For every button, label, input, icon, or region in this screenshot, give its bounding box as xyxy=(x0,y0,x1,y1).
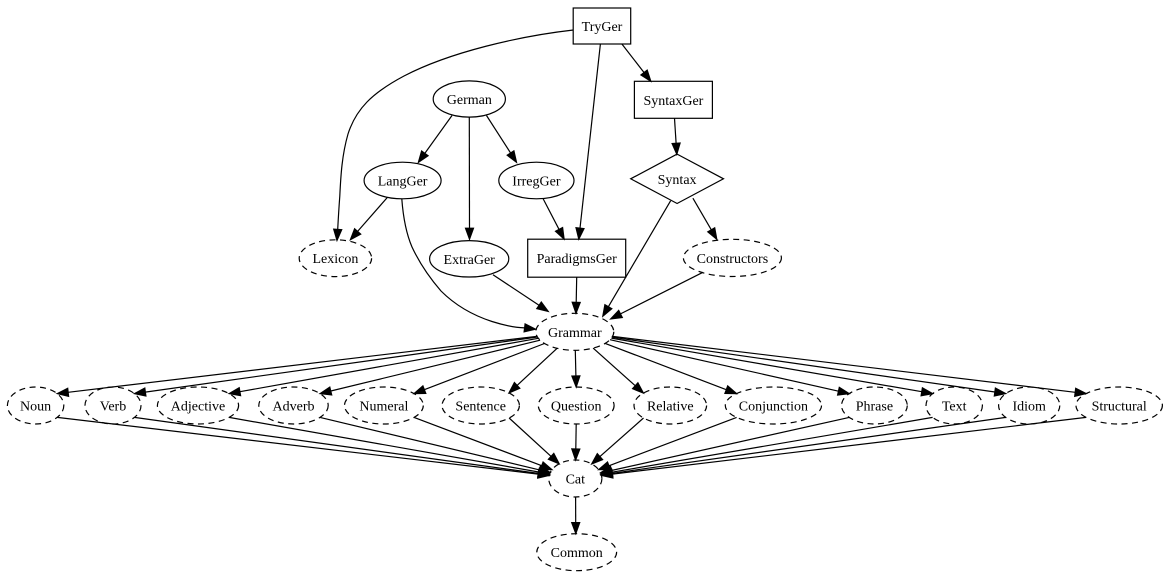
svg-text:Common: Common xyxy=(551,546,603,561)
svg-text:Idiom: Idiom xyxy=(1012,400,1046,415)
svg-text:Constructors: Constructors xyxy=(697,252,769,267)
svg-text:Cat: Cat xyxy=(566,473,586,488)
svg-text:Question: Question xyxy=(551,400,602,415)
svg-text:IrregGer: IrregGer xyxy=(512,175,561,190)
svg-text:LangGer: LangGer xyxy=(378,175,428,190)
svg-text:Grammar: Grammar xyxy=(548,326,602,341)
svg-text:Noun: Noun xyxy=(20,400,51,415)
svg-text:Lexicon: Lexicon xyxy=(312,252,358,267)
svg-text:Conjunction: Conjunction xyxy=(739,400,808,415)
svg-text:Numeral: Numeral xyxy=(359,400,408,415)
svg-text:Sentence: Sentence xyxy=(455,400,506,415)
svg-text:Adverb: Adverb xyxy=(273,400,315,415)
svg-text:German: German xyxy=(447,93,492,108)
svg-text:SyntaxGer: SyntaxGer xyxy=(643,94,703,109)
svg-text:Syntax: Syntax xyxy=(658,173,697,188)
svg-text:ParadigmsGer: ParadigmsGer xyxy=(537,252,617,267)
svg-text:Text: Text xyxy=(942,400,967,415)
svg-text:ExtraGer: ExtraGer xyxy=(444,253,496,268)
svg-text:Structural: Structural xyxy=(1092,400,1147,415)
svg-text:Verb: Verb xyxy=(100,400,126,415)
svg-text:Relative: Relative xyxy=(647,400,694,415)
svg-text:TryGer: TryGer xyxy=(582,20,623,35)
svg-text:Adjective: Adjective xyxy=(171,400,225,415)
svg-text:Phrase: Phrase xyxy=(856,400,893,415)
